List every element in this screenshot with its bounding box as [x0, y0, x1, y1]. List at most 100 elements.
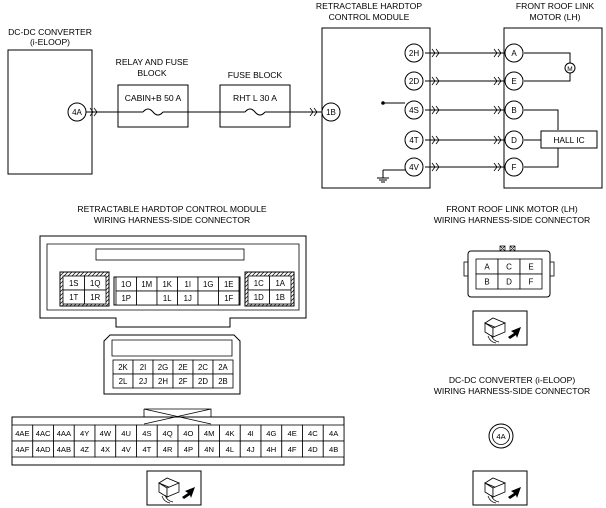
dcdc-terminal-label: 4A	[72, 108, 82, 117]
connector-mark	[435, 135, 440, 145]
module-terminal-label: 4V	[409, 163, 419, 172]
connector-3-pin-label: 4E	[287, 429, 296, 438]
motor-title-line2: MOTOR (LH)	[530, 12, 581, 22]
connector-2-pin-label: 2K	[118, 363, 128, 372]
connector-1-housing	[39, 235, 307, 328]
connector-3-pin-label: 4O	[183, 429, 193, 438]
connector-3-pin-label: 4T	[142, 445, 151, 454]
relay-block-fuse-label: CABIN+B 50 A	[125, 93, 182, 103]
module-terminal-label: 4T	[409, 136, 418, 145]
connector-1-right-pin-label: 1C	[254, 279, 264, 288]
dcdc-connector-housing	[488, 423, 514, 449]
rhcm-connector-title-line1: RETRACTABLE HARDTOP CONTROL MODULE	[77, 204, 267, 214]
motor-terminal-label: E	[511, 77, 516, 86]
connector-3-pin-label: 4W	[100, 429, 112, 438]
control-module-box	[321, 27, 431, 189]
relay-block-title-line1: RELAY AND FUSE	[116, 57, 189, 67]
module-terminal-label: 2D	[409, 77, 419, 86]
connector-2-pin-label: 2H	[158, 377, 168, 386]
motor-terminal	[504, 130, 524, 150]
motor-connector-pin-label: E	[528, 263, 533, 272]
dcdc-connector-title-line2: WIRING HARNESS-SIDE CONNECTOR	[434, 386, 590, 396]
connector-3-pin-label: 4H	[267, 445, 277, 454]
connector-3-pin-label: 4Q	[163, 429, 173, 438]
connector-1-left-pin-label: 1Q	[90, 279, 100, 288]
connector-3-pin-label: 4G	[266, 429, 276, 438]
connector-3-pin-label: 4AD	[36, 445, 51, 454]
connector-2-pin-label: 2E	[178, 363, 188, 372]
dcdc-title-line1: DC-DC CONVERTER	[8, 27, 92, 37]
connector-3-cell	[322, 440, 345, 458]
connector-1-right-pin-label: 1B	[275, 293, 285, 302]
connector-2-housing	[103, 334, 241, 395]
connector-mark	[497, 135, 502, 145]
module-terminal	[404, 43, 424, 63]
connector-mark	[435, 76, 440, 86]
dcdc-title-line2: (i-ELOOP)	[30, 37, 70, 47]
connector-1-left-pin-label: 1T	[69, 293, 78, 302]
connector-2-pin-label: 2I	[140, 363, 147, 372]
module-terminal	[404, 71, 424, 91]
motor-connector-title-line2: WIRING HARNESS-SIDE CONNECTOR	[434, 215, 590, 225]
hall-ic-label: HALL IC	[553, 135, 584, 145]
connector-1-left-pin-label: 1R	[90, 293, 100, 302]
fuse-icon	[142, 108, 164, 116]
connector-1-right-pin-label: 1D	[254, 293, 264, 302]
connector-3-pin-label: 4AC	[36, 429, 51, 438]
connector-2-pin-label: 2G	[158, 363, 168, 372]
connector-mark	[497, 48, 502, 58]
motor-terminal	[504, 100, 524, 120]
connector-mark	[493, 162, 498, 172]
motor-connector-pin-label: F	[529, 278, 534, 287]
fuse-block-title: FUSE BLOCK	[228, 70, 283, 80]
connector-3-pin-label: 4U	[121, 429, 131, 438]
connector-3-pin-label: 4V	[121, 445, 131, 454]
motor-terminal	[504, 43, 524, 63]
connector-view-icon	[146, 470, 202, 506]
connector-3-pin-label: 4X	[101, 445, 110, 454]
module-title-line1: RETRACTABLE HARDTOP	[316, 1, 422, 11]
motor-connector-pin-label: B	[484, 278, 489, 287]
connector-1-middle-pin-label: 1P	[121, 294, 131, 303]
motor-terminal-label: A	[511, 49, 517, 58]
rhcm-connector-title-line2: WIRING HARNESS-SIDE CONNECTOR	[94, 215, 250, 225]
fuse-block-box	[219, 84, 291, 128]
connector-3-pin-label: 4J	[247, 445, 255, 454]
dcdc-connector-title-line1: DC-DC CONVERTER (i-ELOOP)	[449, 375, 576, 385]
connector-1-middle-pin-label: 1I	[184, 280, 191, 289]
motor-connector-title-line1: FRONT ROOF LINK MOTOR (LH)	[446, 204, 578, 214]
connector-3-pin-label: 4L	[226, 445, 234, 454]
connector-3-pin-label: 4Z	[80, 445, 89, 454]
connector-mark	[493, 135, 498, 145]
connector-1-middle-pin-label: 1E	[224, 280, 234, 289]
connector-3-pin-label: 4P	[184, 445, 193, 454]
connector-3-pin-label: 4C	[308, 429, 318, 438]
connector-3-pin-label: 4AA	[57, 429, 72, 438]
motor-terminal-label: F	[512, 163, 517, 172]
connector-3-pin-label: 4K	[225, 429, 234, 438]
module-terminal	[404, 100, 424, 120]
fuse-icon	[244, 108, 266, 116]
connector-mark	[431, 48, 436, 58]
module-terminal	[404, 157, 424, 177]
connector-3-pin-label: 4R	[163, 445, 173, 454]
motor-box	[503, 27, 603, 189]
connector-1-middle-pin-label: 1L	[163, 294, 172, 303]
connector-3-pin-label: 4Y	[80, 429, 89, 438]
connector-mark	[493, 76, 498, 86]
fuse-block-fuse-label: RHT L 30 A	[233, 93, 277, 103]
connector-view-icon	[472, 310, 528, 346]
motor-terminal-label: D	[511, 136, 517, 145]
connector-mark	[493, 48, 498, 58]
connector-1-left-cell	[84, 289, 107, 305]
module-terminal-label: 4S	[409, 106, 419, 115]
dcdc-connector-pin: 4A	[496, 432, 506, 441]
hall-ic-box	[540, 130, 598, 149]
connector-mark	[435, 162, 440, 172]
motor-connector-pin-label: C	[506, 263, 512, 272]
connector-view-icon	[472, 470, 528, 506]
connector-1-middle-cell	[218, 290, 240, 306]
connector-1-middle-pin-label: 1F	[224, 294, 233, 303]
connector-mark	[497, 105, 502, 115]
